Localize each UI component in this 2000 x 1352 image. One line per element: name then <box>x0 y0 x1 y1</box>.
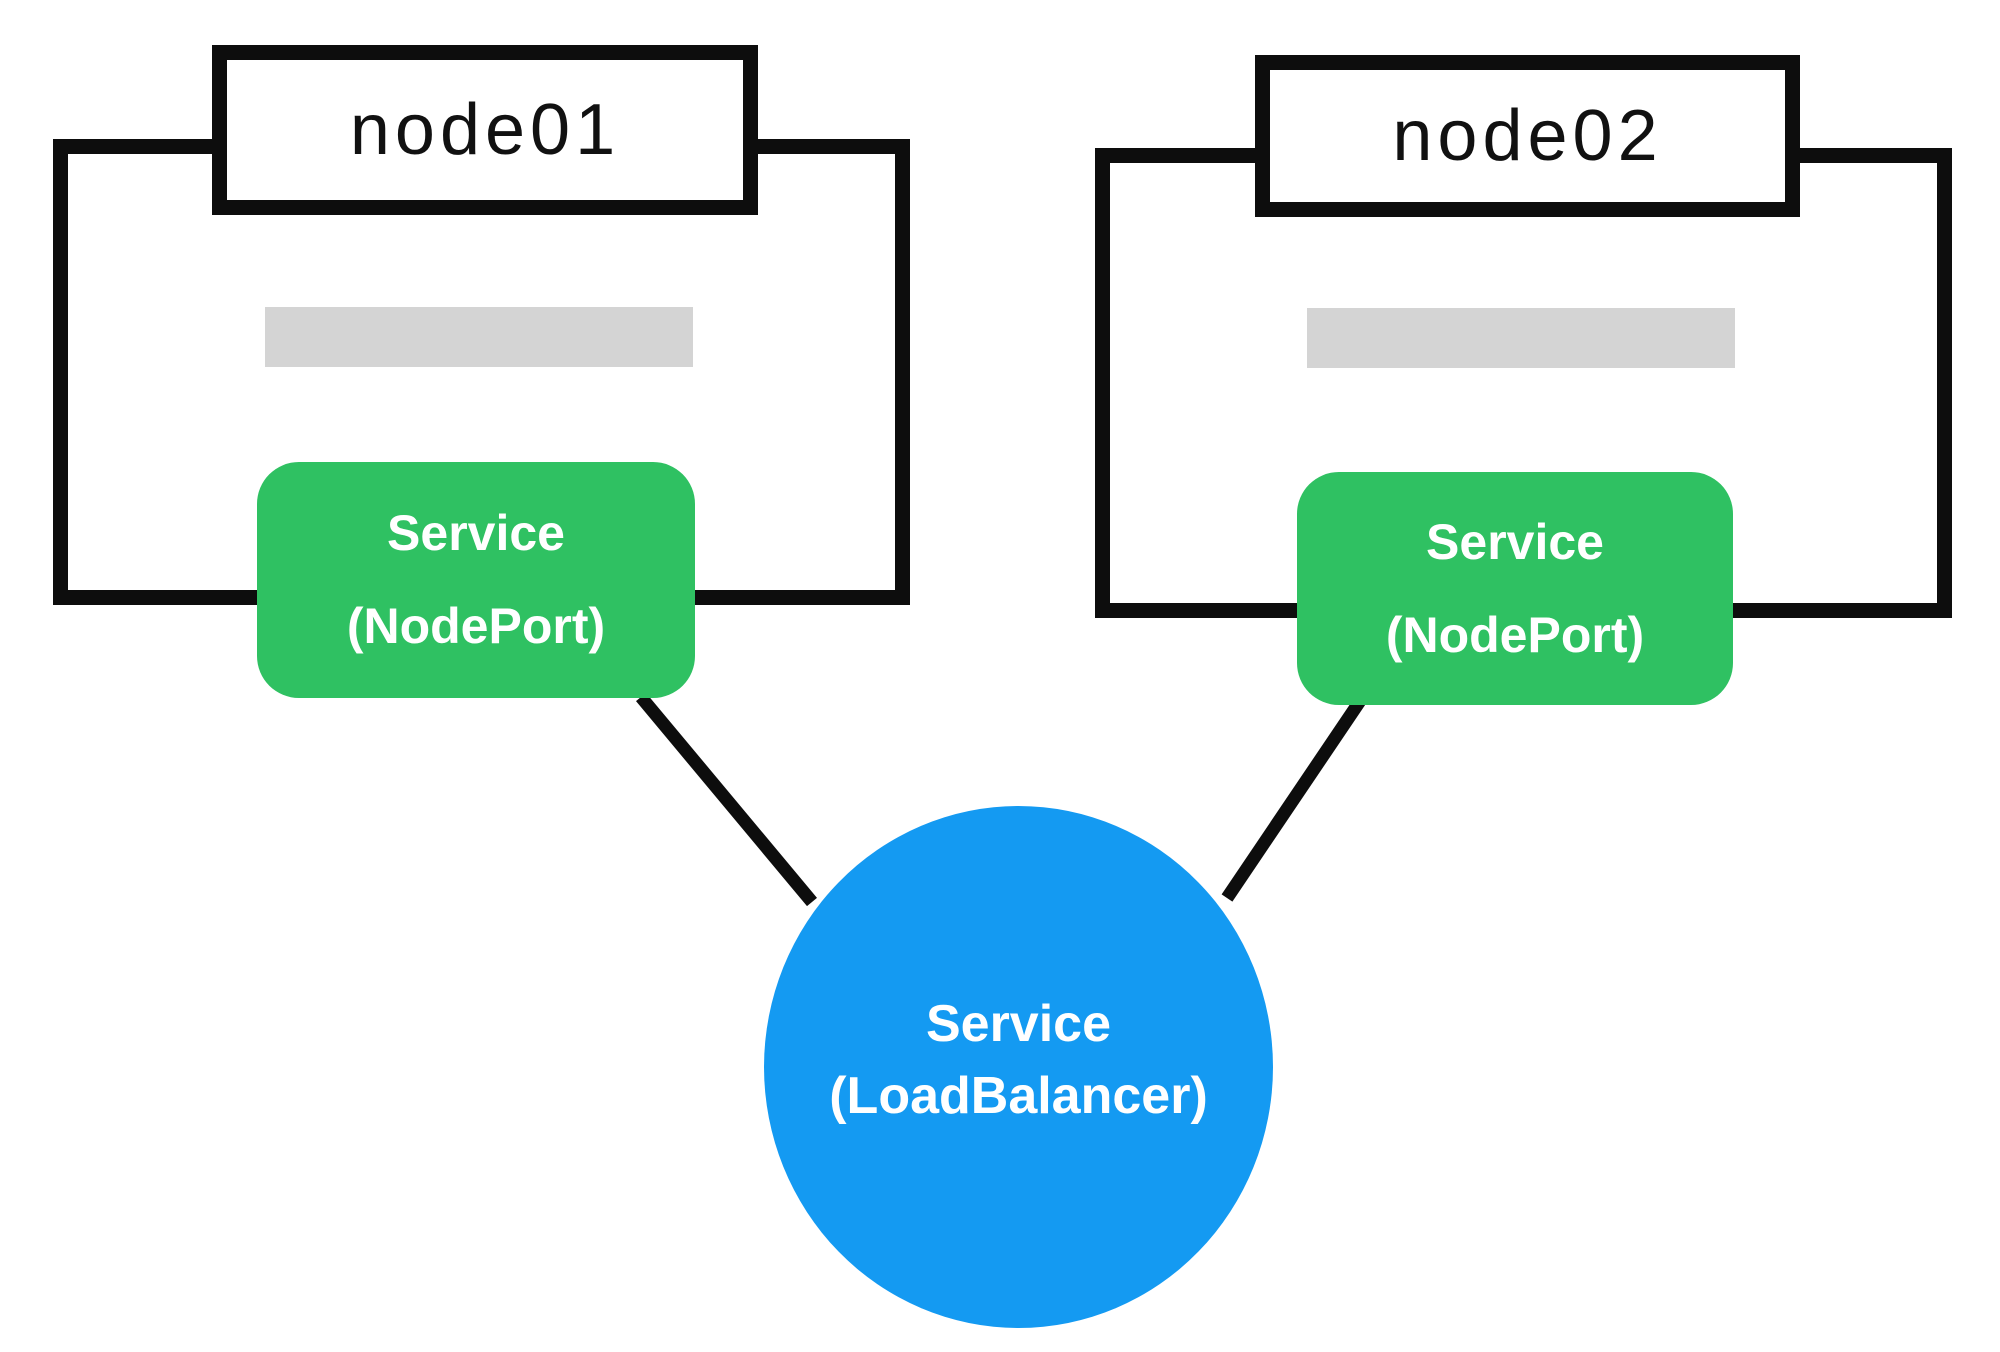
node02-label-box: node02 <box>1255 55 1800 217</box>
service-loadbalancer-text: Service (LoadBalancer) <box>829 988 1208 1132</box>
service-loadbalancer-circle: Service (LoadBalancer) <box>764 806 1273 1328</box>
node02-service-nodeport-badge: Service (NodePort) <box>1297 472 1733 705</box>
node01-service-title: Service <box>387 505 565 561</box>
node01-service-subtitle: (NodePort) <box>346 598 606 654</box>
node02-service-subtitle: (NodePort) <box>1385 606 1645 663</box>
loadbalancer-title: Service <box>925 995 1112 1053</box>
loadbalancer-subtitle: (LoadBalancer) <box>829 1067 1208 1125</box>
node02-service-title: Service <box>1426 513 1604 570</box>
node01-service-nodeport-badge: Service (NodePort) <box>257 462 695 698</box>
node02-placeholder-bar <box>1307 308 1735 368</box>
node01-label-box: node01 <box>212 45 758 215</box>
connector-node02-to-loadbalancer-line <box>1221 694 1368 902</box>
node01-label-text: node01 <box>349 90 621 170</box>
node01-placeholder-bar <box>265 307 693 367</box>
node02-label-text: node02 <box>1392 96 1663 176</box>
connector-node01-to-loadbalancer-line <box>636 692 817 907</box>
